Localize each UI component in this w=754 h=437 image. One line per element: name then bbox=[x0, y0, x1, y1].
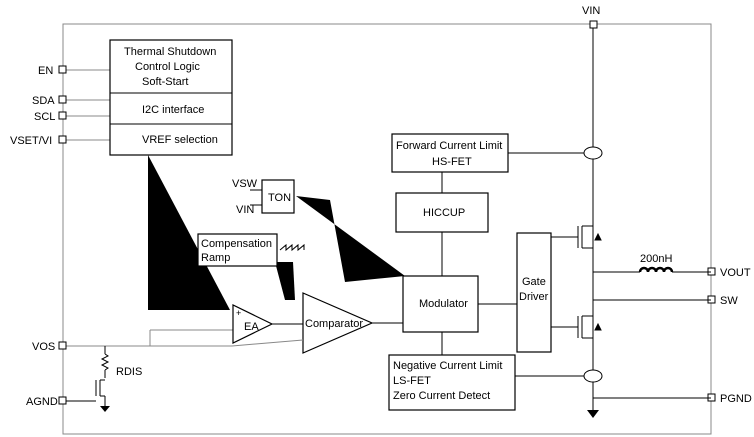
ls-mosfet bbox=[551, 315, 602, 339]
control-logic-block: Thermal Shutdown Control Logic Soft-Star… bbox=[109, 39, 233, 156]
gate-driver-block: Gate Driver bbox=[516, 232, 552, 353]
ramp-signal-wedge bbox=[275, 262, 295, 300]
negative-current-limit-block: Negative Current Limit LS-FET Zero Curre… bbox=[388, 354, 516, 411]
pin-pgnd-label: PGND bbox=[720, 393, 752, 405]
pin-vos-label: VOS bbox=[32, 341, 55, 353]
ea-label: EA bbox=[244, 321, 259, 333]
pin-scl-label: SCL bbox=[34, 111, 55, 123]
ea-plus-sign: + bbox=[236, 308, 241, 318]
pin-vin: VIN bbox=[582, 5, 600, 29]
inductor: 200nH bbox=[638, 253, 674, 273]
comparator-label: Comparator bbox=[305, 318, 363, 330]
ton-vin-label: VIN bbox=[236, 204, 254, 216]
thermal-shutdown-label: Thermal Shutdown bbox=[124, 46, 216, 58]
chip-outline bbox=[62, 23, 712, 435]
compensation-label: Compensation bbox=[201, 238, 272, 250]
pin-en-label: EN bbox=[38, 65, 53, 77]
vref-signal-wedge bbox=[148, 155, 230, 310]
forward-current-limit-label: Forward Current Limit bbox=[396, 140, 502, 152]
hs-mosfet bbox=[551, 225, 602, 249]
pin-vos: VOS bbox=[32, 341, 67, 353]
ground-arrow bbox=[587, 410, 599, 418]
hiccup-block: HICCUP bbox=[395, 192, 489, 233]
hs-current-sense bbox=[583, 146, 603, 160]
pin-vout: VOUT bbox=[707, 267, 751, 279]
pin-vin-label: VIN bbox=[582, 5, 600, 17]
pin-vset-label: VSET/VI bbox=[10, 135, 52, 147]
i2c-interface-label: I2C interface bbox=[142, 104, 204, 116]
driver-label: Driver bbox=[519, 291, 549, 303]
hs-fet-label: HS-FET bbox=[432, 156, 472, 168]
pin-sda-label: SDA bbox=[32, 95, 55, 107]
ls-current-sense bbox=[583, 369, 603, 383]
soft-start-label: Soft-Start bbox=[142, 76, 188, 88]
ls-fet-label: LS-FET bbox=[393, 375, 431, 387]
pin-agnd: AGND bbox=[26, 396, 67, 408]
ton-label: TON bbox=[268, 192, 291, 204]
pin-sw: SW bbox=[707, 295, 738, 307]
pin-sw-label: SW bbox=[720, 295, 738, 307]
pin-vout-label: VOUT bbox=[720, 267, 751, 279]
ton-block: TON VSW VIN bbox=[232, 178, 295, 216]
error-amplifier: + EA bbox=[232, 304, 274, 344]
ramp-label: Ramp bbox=[201, 252, 230, 264]
pin-vset: VSET/VI bbox=[10, 135, 67, 147]
vref-selection-label: VREF selection bbox=[142, 134, 218, 146]
rdis-label: RDIS bbox=[116, 366, 142, 378]
pin-agnd-label: AGND bbox=[26, 396, 58, 408]
zero-current-detect-label: Zero Current Detect bbox=[393, 390, 490, 402]
compensation-block: Compensation Ramp bbox=[197, 233, 305, 267]
modulator-label: Modulator bbox=[419, 298, 468, 310]
forward-current-limit-block: Forward Current Limit HS-FET bbox=[391, 133, 509, 173]
gate-label: Gate bbox=[522, 276, 546, 288]
comparator: Comparator bbox=[302, 292, 374, 354]
pin-sda: SDA bbox=[32, 95, 67, 107]
ton-signal-wedge bbox=[296, 196, 405, 282]
pin-scl: SCL bbox=[34, 111, 67, 123]
hiccup-label: HICCUP bbox=[423, 207, 465, 219]
control-logic-label: Control Logic bbox=[135, 61, 200, 73]
rdis-discharge: RDIS bbox=[66, 346, 142, 412]
pin-pgnd: PGND bbox=[707, 393, 752, 405]
pin-en: EN bbox=[38, 65, 67, 77]
modulator-block: Modulator bbox=[402, 275, 479, 333]
negative-current-limit-label: Negative Current Limit bbox=[393, 360, 502, 372]
inductor-label: 200nH bbox=[640, 253, 672, 265]
ton-vsw-label: VSW bbox=[232, 178, 258, 190]
